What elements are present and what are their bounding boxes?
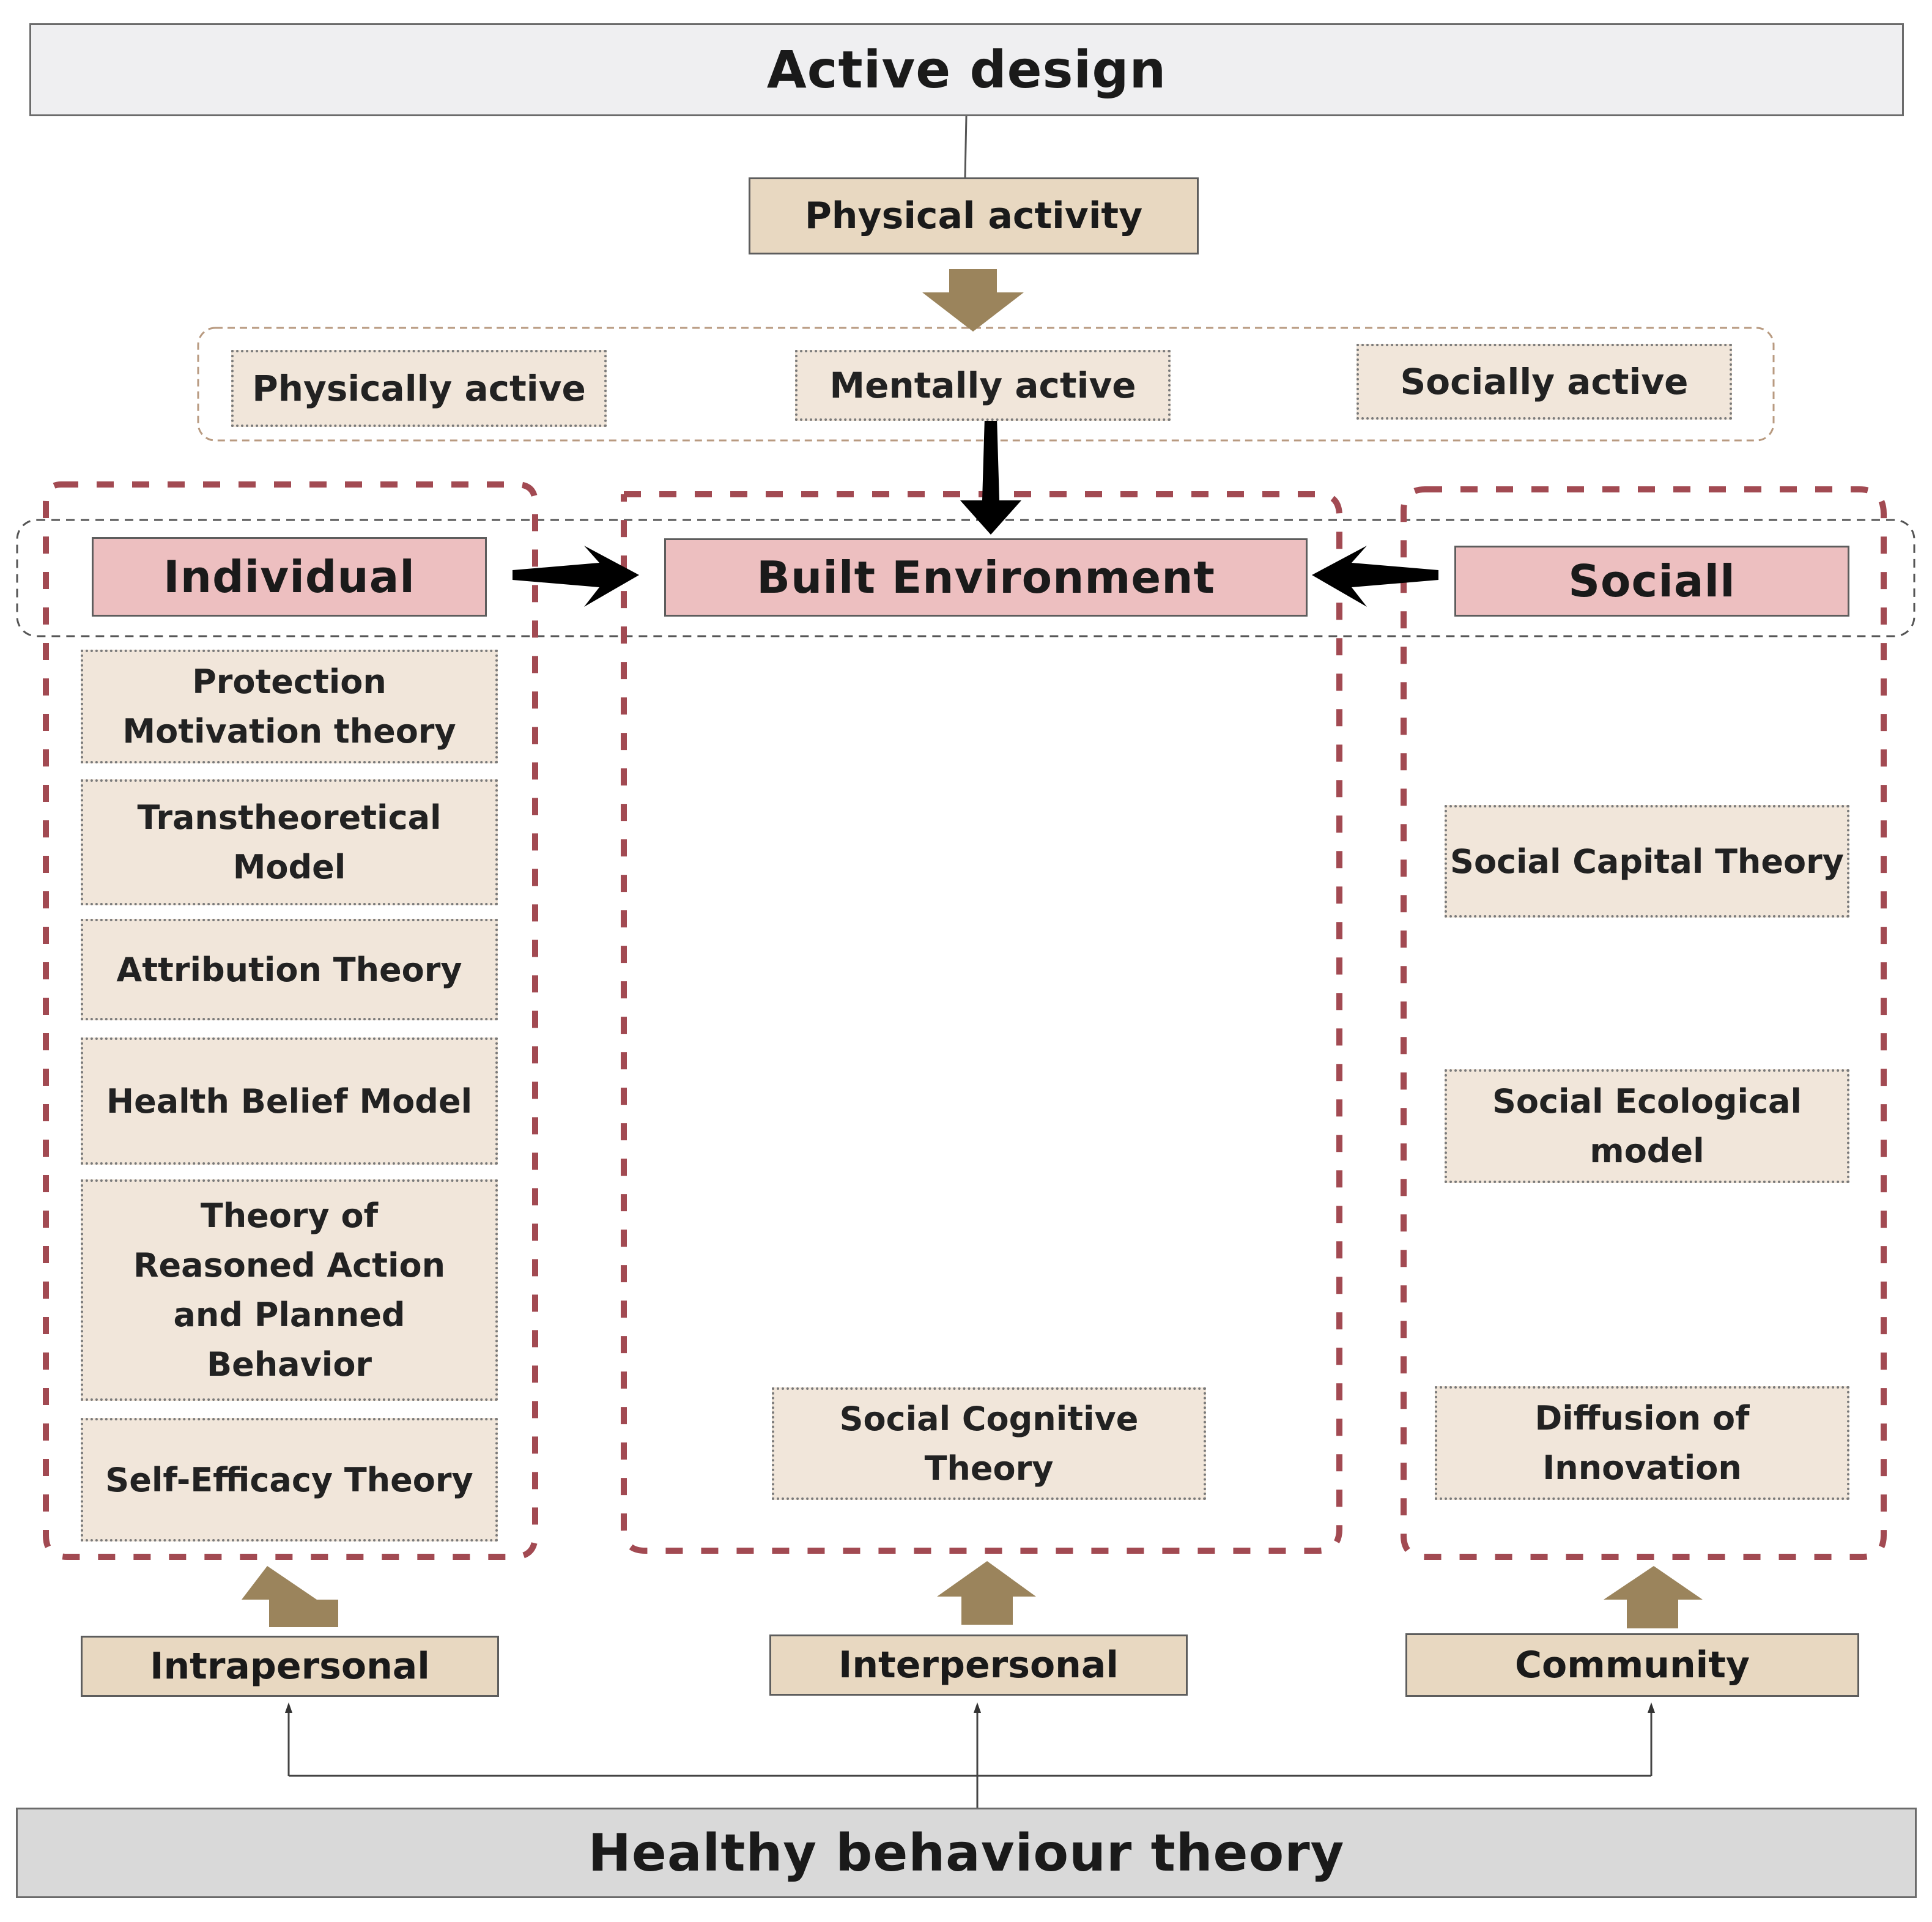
individual-label: Individual bbox=[163, 551, 415, 603]
level-box-intrapersonal: Intrapersonal bbox=[81, 1636, 499, 1697]
theory-box-protection-motivation: Protection Motivation theory bbox=[81, 650, 498, 763]
arrow-up-community bbox=[1604, 1566, 1703, 1628]
level-label-community: Community bbox=[1514, 1644, 1750, 1686]
theory-label-self-efficacy: Self-Efficacy Theory bbox=[105, 1460, 473, 1499]
arrow-right-individual bbox=[513, 546, 639, 607]
physically-active-label: Physically active bbox=[252, 368, 586, 409]
arrowhead-interpersonal bbox=[974, 1702, 981, 1713]
built-environment-group-outline bbox=[621, 491, 1342, 1554]
social-label: Sociall bbox=[1568, 555, 1736, 607]
theory-label-diffusion-innovation: Diffusion of Innovation bbox=[1534, 1399, 1750, 1487]
healthy-behaviour-title-bar: Healthy behaviour theory bbox=[16, 1808, 1917, 1898]
theory-box-self-efficacy: Self-Efficacy Theory bbox=[81, 1418, 498, 1542]
theory-label-transtheoretical: Transtheoretical Model bbox=[137, 798, 442, 886]
theory-box-reasoned-action: Theory of Reasoned Action and Planned Be… bbox=[81, 1179, 498, 1401]
theory-label-reasoned-action: Theory of Reasoned Action and Planned Be… bbox=[133, 1197, 446, 1384]
arrow-down-physical-activity bbox=[922, 269, 1024, 332]
theory-box-social-capital: Social Capital Theory bbox=[1445, 805, 1849, 918]
mentally-active-box: Mentally active bbox=[795, 350, 1171, 421]
physical-activity-box: Physical activity bbox=[749, 177, 1199, 254]
social-header: Sociall bbox=[1454, 546, 1849, 617]
theory-box-attribution: Attribution Theory bbox=[81, 919, 498, 1020]
physically-active-box: Physically active bbox=[231, 350, 607, 427]
arrow-down-to-built-environment bbox=[960, 417, 1021, 535]
individual-group-outline bbox=[43, 481, 538, 1560]
healthy-behaviour-title: Healthy behaviour theory bbox=[588, 1823, 1345, 1883]
theory-label-protection-motivation: Protection Motivation theory bbox=[122, 662, 456, 751]
mentally-active-label: Mentally active bbox=[829, 365, 1136, 406]
arrow-left-social bbox=[1312, 546, 1438, 607]
socially-active-box: Socially active bbox=[1356, 344, 1732, 420]
level-label-interpersonal: Interpersonal bbox=[838, 1644, 1119, 1686]
theory-box-transtheoretical: Transtheoretical Model bbox=[81, 779, 498, 905]
theory-box-health-belief: Health Belief Model bbox=[81, 1037, 498, 1165]
active-design-title: Active design bbox=[766, 40, 1167, 100]
title-connector-line bbox=[964, 116, 968, 178]
level-box-community: Community bbox=[1405, 1633, 1859, 1697]
active-design-title-bar: Active design bbox=[29, 23, 1904, 116]
theory-box-social-ecological: Social Ecological model bbox=[1445, 1069, 1849, 1183]
built-environment-header: Built Environment bbox=[664, 538, 1308, 617]
individual-header: Individual bbox=[92, 537, 487, 617]
arrowhead-intrapersonal bbox=[285, 1702, 292, 1713]
physical-activity-label: Physical activity bbox=[804, 195, 1143, 237]
arrowhead-community bbox=[1648, 1702, 1655, 1713]
level-box-interpersonal: Interpersonal bbox=[769, 1634, 1188, 1696]
level-label-intrapersonal: Intrapersonal bbox=[150, 1645, 430, 1688]
theory-box-diffusion-innovation: Diffusion of Innovation bbox=[1435, 1386, 1849, 1500]
theory-label-social-capital: Social Capital Theory bbox=[1450, 842, 1844, 881]
theory-label-health-belief: Health Belief Model bbox=[106, 1082, 473, 1121]
theory-label-attribution: Attribution Theory bbox=[116, 950, 462, 989]
arrow-up-intrapersonal bbox=[242, 1566, 338, 1627]
built-environment-label: Built Environment bbox=[757, 552, 1215, 603]
activity-types-group-outline bbox=[197, 327, 1775, 442]
theory-label-social-ecological: Social Ecological model bbox=[1492, 1082, 1802, 1170]
socially-active-label: Socially active bbox=[1400, 361, 1689, 403]
theory-box-social-cognitive: Social Cognitive Theory bbox=[772, 1387, 1206, 1500]
category-band-outline bbox=[16, 519, 1915, 637]
arrow-up-interpersonal bbox=[937, 1561, 1036, 1625]
social-group-outline bbox=[1401, 486, 1887, 1560]
theory-label-social-cognitive: Social Cognitive Theory bbox=[839, 1400, 1139, 1488]
